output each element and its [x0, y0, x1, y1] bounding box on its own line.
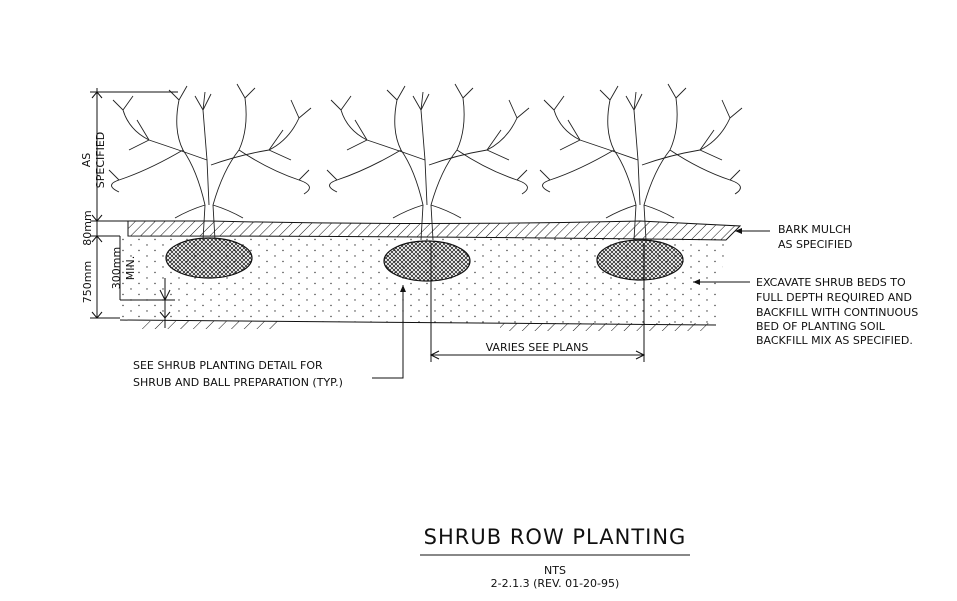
- shrub: [108, 83, 312, 241]
- spacing-dimension: [429, 243, 646, 362]
- svg-text:EXCAVATE SHRUB BEDS TO: EXCAVATE SHRUB BEDS TO: [756, 276, 906, 289]
- min-depth-dimension: [119, 236, 175, 328]
- svg-text:FULL DEPTH REQUIRED AND: FULL DEPTH REQUIRED AND: [756, 291, 912, 304]
- shrub: [539, 83, 743, 241]
- as-specified-label: AS: [80, 153, 93, 168]
- as-specified-label: SPECIFIED: [94, 132, 107, 188]
- bark-mulch-layer: [127, 220, 742, 241]
- root-ball: [596, 239, 684, 281]
- excavate-callout: EXCAVATE SHRUB BEDS TO FULL DEPTH REQUIR…: [756, 276, 918, 347]
- drawing-reference: 2-2.1.3 (REV. 01-20-95): [491, 577, 620, 590]
- spacing-label: VARIES SEE PLANS: [486, 341, 589, 354]
- existing-ground-hatch: [140, 321, 710, 331]
- depth-dimension: [90, 88, 178, 319]
- shrub-detail-leader: [372, 285, 406, 379]
- min-depth-label: MIN.: [124, 256, 137, 280]
- shrub-detail-callout: SEE SHRUB PLANTING DETAIL FOR: [133, 359, 323, 372]
- shrub: [326, 83, 530, 241]
- svg-text:BED OF PLANTING SOIL: BED OF PLANTING SOIL: [756, 320, 886, 333]
- mulch-depth-label: 80mm: [81, 210, 94, 245]
- root-ball: [165, 237, 253, 279]
- shrub-detail-callout: SHRUB AND BALL PREPARATION (TYP.): [133, 376, 343, 389]
- bark-mulch-callout: AS SPECIFIED: [778, 238, 853, 251]
- total-depth-label: 750mm: [81, 261, 94, 303]
- bark-mulch-callout: BARK MULCH: [778, 223, 851, 236]
- drawing-title: SHRUB ROW PLANTING: [424, 525, 687, 549]
- svg-text:BACKFILL WITH CONTINUOUS: BACKFILL WITH CONTINUOUS: [756, 306, 918, 319]
- root-ball: [383, 240, 471, 282]
- svg-text:BACKFILL MIX AS SPECIFIED.: BACKFILL MIX AS SPECIFIED.: [756, 334, 913, 347]
- scale-note: NTS: [544, 564, 566, 577]
- min-depth-label: 300mm: [110, 247, 123, 289]
